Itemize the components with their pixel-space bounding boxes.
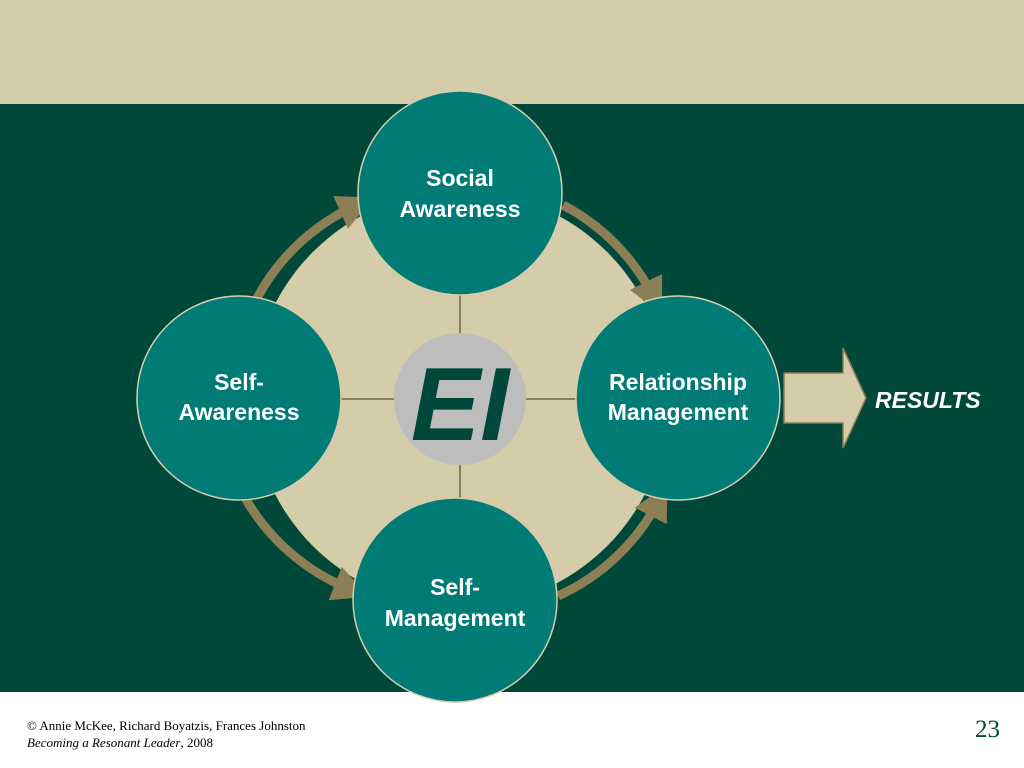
- results-label: RESULTS: [875, 387, 981, 413]
- arrow-social-to-relationship: [560, 201, 663, 315]
- node-label-line1: Self-: [430, 574, 480, 600]
- results-arrow: [783, 347, 867, 449]
- top-band: [0, 0, 1024, 104]
- arrow-selfaware-to-selfmgmt: [240, 493, 369, 601]
- book-title: Becoming a Resonant Leader: [27, 735, 181, 750]
- node-self-management: Self- Management: [352, 497, 558, 703]
- node-social-awareness: Social Awareness: [357, 90, 563, 296]
- copyright-line: © Annie McKee, Richard Boyatzis, Frances…: [27, 718, 306, 733]
- node-label-line1: Self-: [214, 369, 264, 395]
- book-line: Becoming a Resonant Leader, 2008: [27, 734, 306, 751]
- node-label-line2: Management: [608, 399, 749, 425]
- node-label-line2: Management: [385, 605, 526, 631]
- node-label-line1: Social: [426, 165, 494, 191]
- center-ei-label: EI: [411, 347, 511, 463]
- arrow-self-to-social: [252, 195, 374, 303]
- book-year: , 2008: [180, 735, 213, 750]
- center-circle: [394, 333, 526, 465]
- footer-band: [0, 692, 1024, 768]
- node-label-line1: Relationship: [609, 369, 747, 395]
- copyright-block: © Annie McKee, Richard Boyatzis, Frances…: [27, 717, 306, 751]
- node-label-line2: Awareness: [178, 399, 299, 425]
- page-number: 23: [975, 716, 1000, 743]
- node-self-awareness: Self- Awareness: [136, 295, 342, 501]
- node-relationship-management: Relationship Management: [575, 295, 781, 501]
- node-label-line2: Awareness: [399, 196, 520, 222]
- arrow-selfmgmt-to-relationship: [556, 484, 668, 601]
